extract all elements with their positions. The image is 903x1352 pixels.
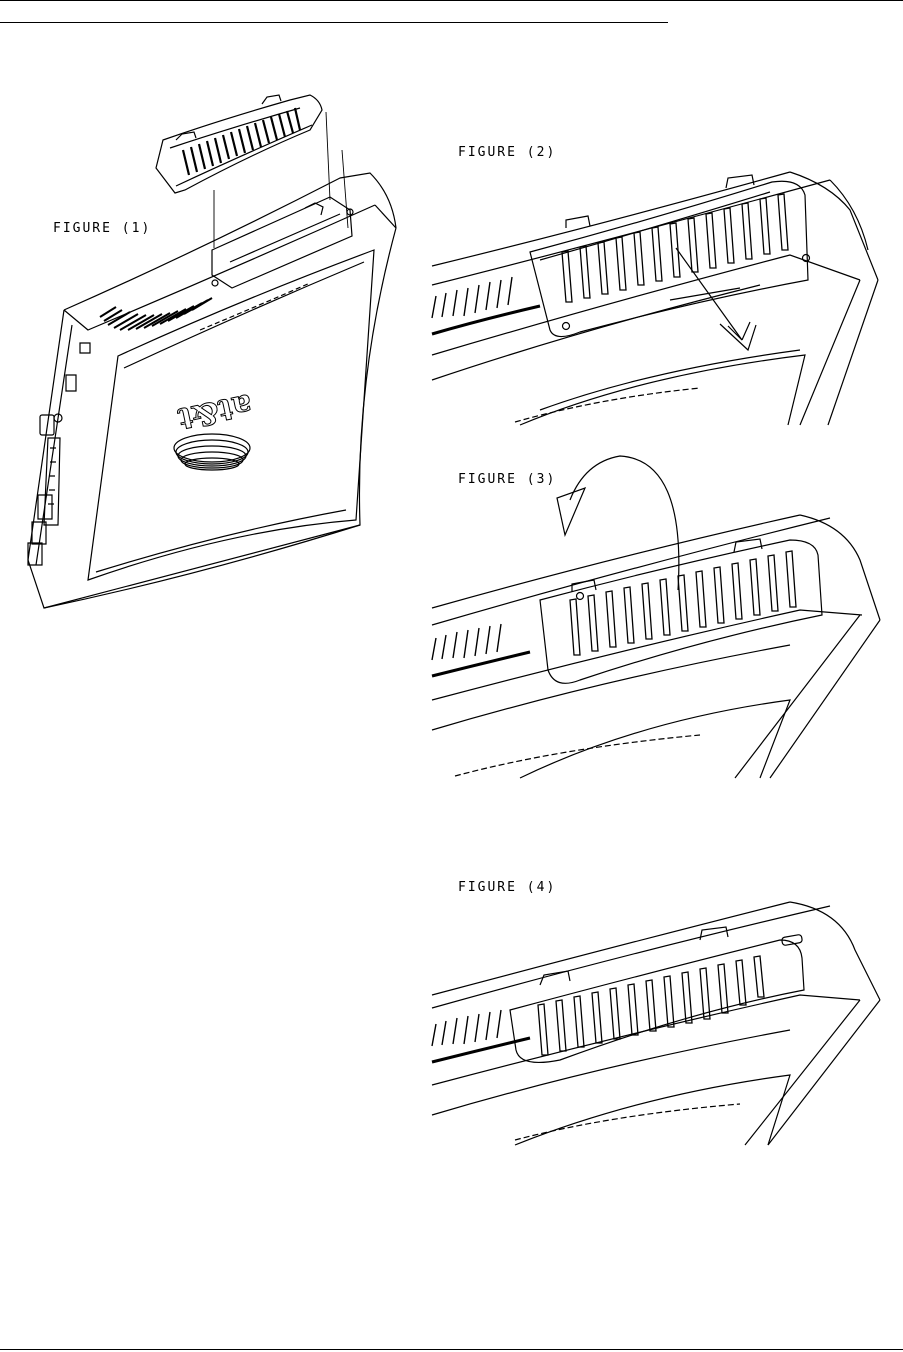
figure-4-vent-cover — [510, 927, 804, 1062]
